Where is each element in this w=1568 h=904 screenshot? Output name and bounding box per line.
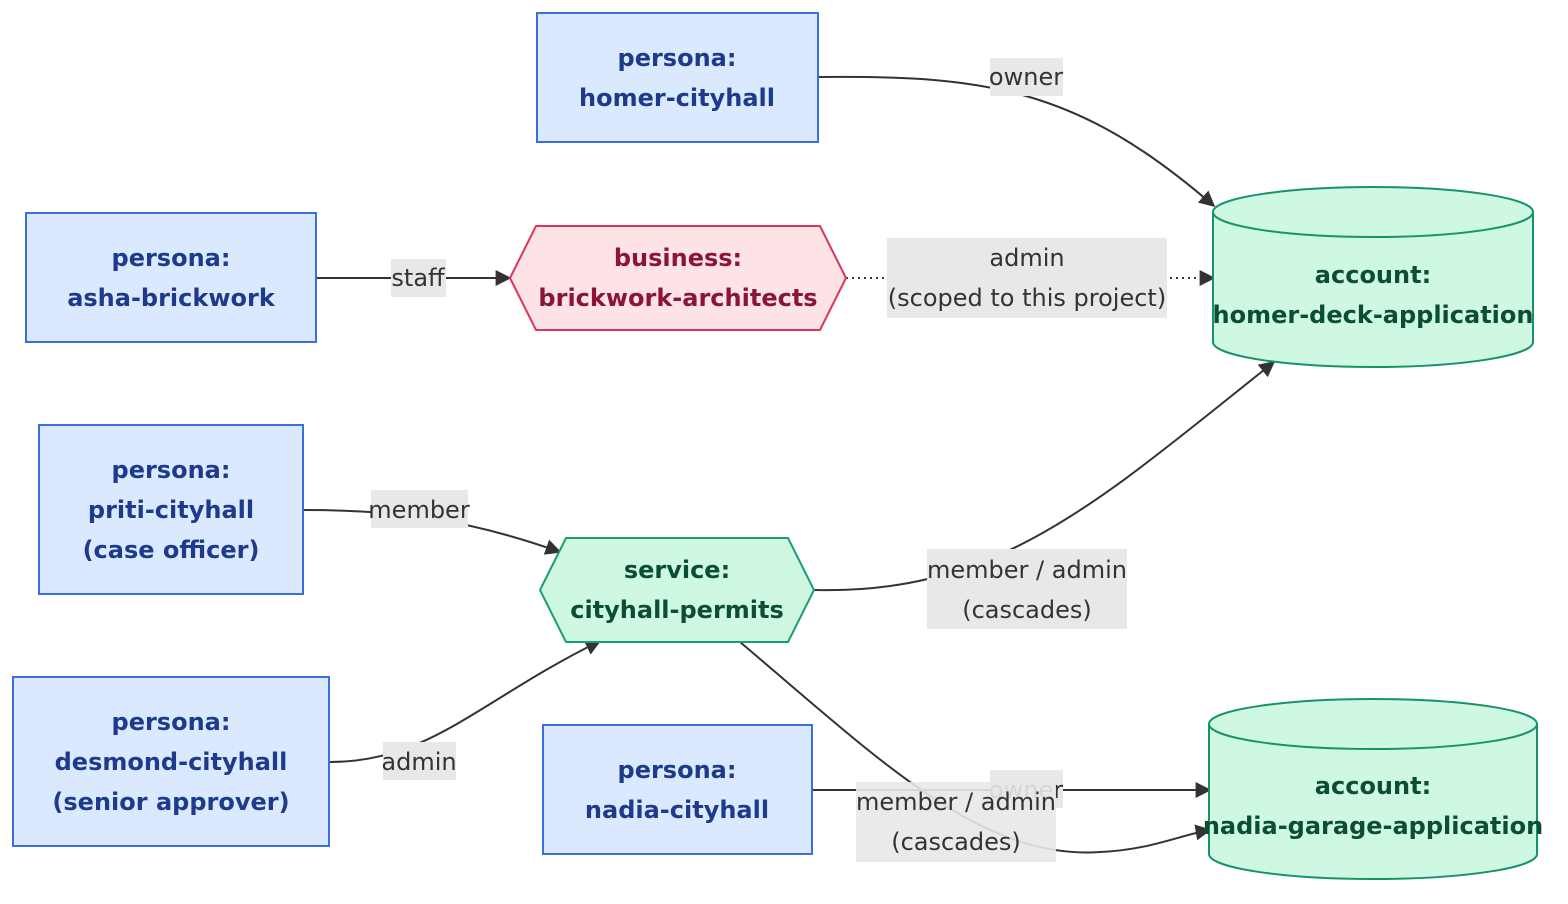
edge-label-subtext: (cascades) xyxy=(891,828,1021,856)
edge-permits-homer xyxy=(813,361,1276,592)
edge-label-text: staff xyxy=(391,264,445,292)
node-role-label: (case officer) xyxy=(83,536,260,564)
node-persona-homer-cityhall: persona: homer-cityhall xyxy=(536,12,819,143)
edge-labels: owner staff admin (scoped to this projec… xyxy=(368,58,1167,862)
node-account-homer-deck-application: account: homer-deck-application xyxy=(1212,186,1534,368)
edge-label-text: member xyxy=(368,496,470,524)
node-account-nadia-garage-application: account: nadia-garage-application xyxy=(1203,698,1543,880)
node-service-cityhall-permits: service: cityhall-permits xyxy=(538,537,816,643)
node-role-label: (senior approver) xyxy=(52,788,289,816)
node-name-label: nadia-garage-application xyxy=(1203,812,1543,840)
node-type-label: account: xyxy=(1315,261,1431,289)
node-persona-asha-brickwork: persona: asha-brickwork xyxy=(25,212,317,343)
node-type-label: persona: xyxy=(112,708,231,736)
node-type-label: account: xyxy=(1315,772,1431,800)
node-name-label: priti-cityhall xyxy=(88,496,254,524)
node-name-label: cityhall-permits xyxy=(570,596,784,624)
node-name-label: brickwork-architects xyxy=(538,284,817,312)
edge-label-text: member / admin xyxy=(927,556,1127,584)
node-type-label: service: xyxy=(624,556,730,584)
node-persona-priti-cityhall: persona: priti-cityhall (case officer) xyxy=(38,424,304,595)
edge-label-priti-member: member xyxy=(368,490,470,528)
edge-label-subtext: (cascades) xyxy=(962,596,1092,624)
edge-label-text: owner xyxy=(989,63,1063,91)
edge-homer-owner xyxy=(817,75,1216,208)
edge-label-asha-staff: staff xyxy=(391,259,446,297)
edge-label-text: admin xyxy=(989,244,1064,272)
node-persona-nadia-cityhall: persona: nadia-cityhall xyxy=(542,724,813,855)
edge-label-permits-nadia: member / admin (cascades) xyxy=(856,782,1056,862)
edge-label-subtext: (scoped to this project) xyxy=(888,284,1166,312)
node-name-label: homer-cityhall xyxy=(579,84,775,112)
node-name-label: nadia-cityhall xyxy=(585,796,769,824)
edge-label-permits-homer: member / admin (cascades) xyxy=(927,549,1127,629)
edge-label-brickwork-admin: admin (scoped to this project) xyxy=(887,238,1167,318)
node-type-label: persona: xyxy=(618,44,737,72)
node-type-label: persona: xyxy=(112,456,231,484)
node-persona-desmond-cityhall: persona: desmond-cityhall (senior approv… xyxy=(12,676,330,847)
node-name-label: homer-deck-application xyxy=(1213,301,1534,329)
node-type-label: persona: xyxy=(112,244,231,272)
edge-label-text: member / admin xyxy=(856,788,1056,816)
edge-label-desmond-admin: admin xyxy=(381,742,457,780)
node-name-label: asha-brickwork xyxy=(67,284,276,312)
node-type-label: business: xyxy=(614,244,742,272)
edge-desmond-admin xyxy=(329,640,602,763)
edge-label-text: admin xyxy=(381,748,456,776)
node-business-brickwork-architects: business: brickwork-architects xyxy=(508,225,848,331)
node-name-label: desmond-cityhall xyxy=(55,748,288,776)
edge-label-homer-owner: owner xyxy=(989,58,1063,96)
node-type-label: persona: xyxy=(618,756,737,784)
